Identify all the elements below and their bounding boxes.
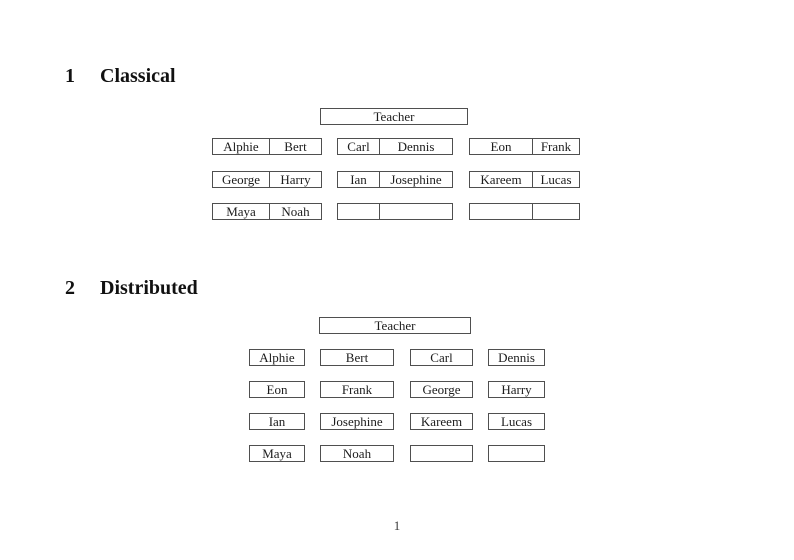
seat-label: George: [422, 382, 461, 397]
desk-seat: [338, 204, 380, 219]
seat-label: Maya: [262, 446, 292, 461]
seat-box: Lucas: [488, 413, 545, 430]
seat-label: Eon: [266, 382, 288, 397]
section-number: 1: [65, 65, 75, 87]
seat-label: Carl: [430, 350, 453, 365]
desk-seat: [533, 204, 579, 219]
desk: George Harry: [212, 171, 322, 188]
desk: Ian Josephine: [337, 171, 453, 188]
section-number: 2: [65, 277, 75, 299]
seat-box: [410, 445, 473, 462]
desk-seat: Noah: [281, 204, 310, 219]
teacher-label: Teacher: [373, 109, 415, 124]
desk-seat: George: [213, 172, 270, 187]
seat-label: Lucas: [500, 414, 533, 429]
page-number: 1: [393, 518, 401, 533]
seat-box: Kareem: [410, 413, 473, 430]
desk: Carl Dennis: [337, 138, 453, 155]
desk-seat: Frank: [540, 139, 572, 154]
seat-label: Alphie: [259, 350, 295, 365]
section-title: Distributed: [100, 277, 198, 299]
desk-seat: [470, 204, 533, 219]
section-heading-classical: 1 Classical: [65, 66, 176, 86]
section-heading-distributed: 2 Distributed: [65, 278, 198, 298]
desk-seat: Harry: [280, 172, 311, 187]
teacher-box: Teacher: [319, 317, 471, 334]
teacher-label: Teacher: [374, 318, 416, 333]
desk-seat: Lucas: [540, 172, 572, 187]
section-title: Classical: [100, 65, 176, 87]
seat-label: Bert: [345, 350, 369, 365]
desk: Kareem Lucas: [469, 171, 580, 188]
seat-box: Bert: [320, 349, 394, 366]
seat-label: Frank: [341, 382, 373, 397]
desk-seat: Kareem: [470, 172, 533, 187]
seat-label: Noah: [342, 446, 372, 461]
desk-seat: Dennis: [397, 139, 435, 154]
desk-seat: Carl: [338, 139, 380, 154]
seat-box: Eon: [249, 381, 305, 398]
desk: [469, 203, 580, 220]
desk-seat: Maya: [213, 204, 270, 219]
desk: Eon Frank: [469, 138, 580, 155]
seat-label: Dennis: [498, 350, 535, 365]
desk: Alphie Bert: [212, 138, 322, 155]
seat-box: [488, 445, 545, 462]
seat-box: Alphie: [249, 349, 305, 366]
seat-box: Josephine: [320, 413, 394, 430]
desk-seat: Josephine: [390, 172, 442, 187]
desk-seat: Alphie: [213, 139, 270, 154]
seat-label: Josephine: [331, 414, 383, 429]
desk: Maya Noah: [212, 203, 322, 220]
seat-box: Ian: [249, 413, 305, 430]
seat-box: Dennis: [488, 349, 545, 366]
desk: [337, 203, 453, 220]
seat-label: Harry: [501, 382, 532, 397]
seat-box: Maya: [249, 445, 305, 462]
seat-box: George: [410, 381, 473, 398]
seat-label: Kareem: [420, 414, 463, 429]
seat-box: Harry: [488, 381, 545, 398]
seat-label: Ian: [268, 414, 286, 429]
seat-box: Carl: [410, 349, 473, 366]
seat-box: Noah: [320, 445, 394, 462]
desk-seat: Bert: [284, 139, 307, 154]
desk-seat: Ian: [338, 172, 380, 187]
seat-box: Frank: [320, 381, 394, 398]
desk-seat: Eon: [470, 139, 533, 154]
teacher-box: Teacher: [320, 108, 468, 125]
desk-seat: [380, 204, 452, 219]
